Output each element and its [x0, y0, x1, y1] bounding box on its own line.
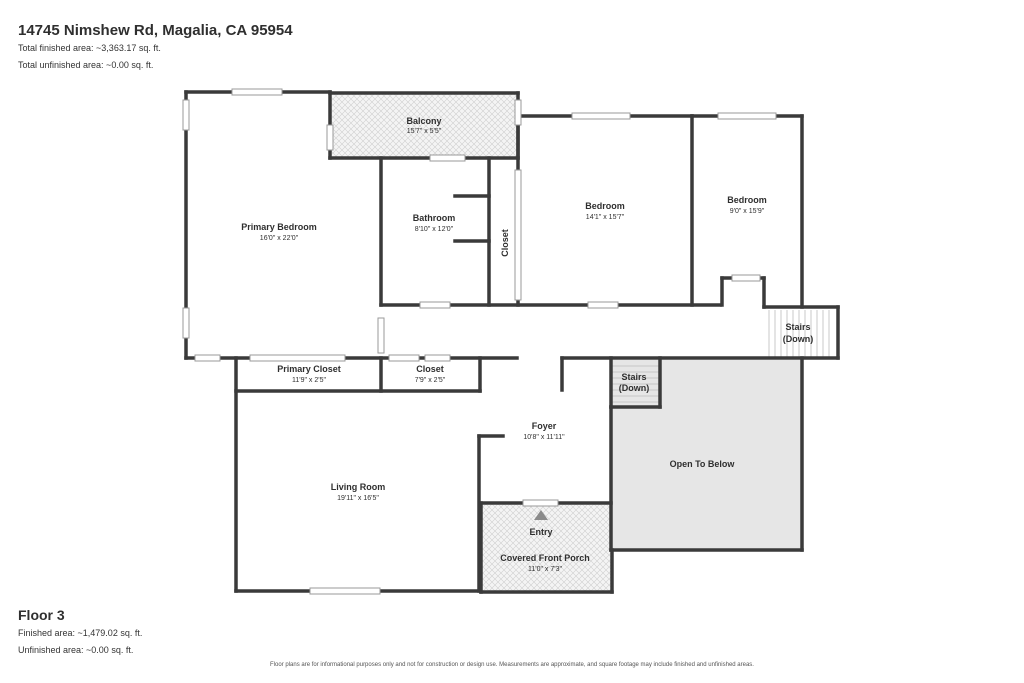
living-room-dims: 19'11" x 16'5"	[337, 495, 379, 502]
stairs-center-sublabel: (Down)	[619, 383, 650, 393]
stairs-right-treads	[768, 310, 830, 357]
closet-small-dims: 7'9" x 2'5"	[415, 377, 446, 384]
entry-arrow-icon	[534, 510, 548, 520]
stairs-center-treads	[612, 365, 660, 403]
primary-closet-dims: 11'9" x 2'5"	[292, 377, 326, 384]
entry-label: Entry	[529, 527, 552, 537]
covered-front-porch-dims: 11'0" x 7'3"	[528, 566, 562, 573]
open-to-below-fill	[611, 360, 802, 550]
disclaimer-text: Floor plans are for informational purpos…	[270, 662, 754, 668]
bathroom-label: Bathroom	[413, 213, 456, 223]
address-title: 14745 Nimshew Rd, Magalia, CA 95954	[18, 22, 293, 39]
bedroom-1-dims: 14'1" x 15'7"	[586, 214, 625, 221]
windows	[182, 88, 777, 595]
total-finished-area: Total finished area: ~3,363.17 sq. ft.	[18, 43, 161, 53]
floor-title: Floor 3	[18, 607, 65, 623]
primary-bedroom-label: Primary Bedroom	[241, 222, 317, 232]
stairs-right-label: Stairs	[785, 322, 810, 332]
bedroom-1-label: Bedroom	[585, 201, 625, 211]
bedroom-2-dims: 9'0" x 15'9"	[730, 208, 765, 215]
stairs-right-sublabel: (Down)	[783, 334, 814, 344]
floor-finished-area: Finished area: ~1,479.02 sq. ft.	[18, 628, 143, 638]
covered-front-porch-label: Covered Front Porch	[500, 553, 590, 563]
open-to-below-label: Open To Below	[670, 459, 736, 469]
bathroom-dims: 8'10" x 12'0"	[415, 226, 454, 233]
balcony-dims: 15'7" x 5'5"	[407, 128, 442, 135]
stairs-center-label: Stairs	[621, 372, 646, 382]
primary-closet-label: Primary Closet	[277, 364, 341, 374]
porch-tile-fill	[481, 504, 612, 592]
living-room-label: Living Room	[331, 482, 386, 492]
closet-small-label: Closet	[416, 364, 444, 374]
balcony-tile-fill	[330, 93, 518, 157]
total-unfinished-area: Total unfinished area: ~0.00 sq. ft.	[18, 60, 154, 70]
primary-bedroom-dims: 16'0" x 22'0"	[260, 235, 299, 242]
closet-vertical-label: Closet	[500, 229, 510, 257]
foyer-label: Foyer	[532, 421, 557, 431]
bedroom-2-label: Bedroom	[727, 195, 767, 205]
balcony-label: Balcony	[406, 116, 441, 126]
foyer-dims: 10'8" x 11'11"	[523, 434, 565, 441]
floor-unfinished-area: Unfinished area: ~0.00 sq. ft.	[18, 645, 134, 655]
